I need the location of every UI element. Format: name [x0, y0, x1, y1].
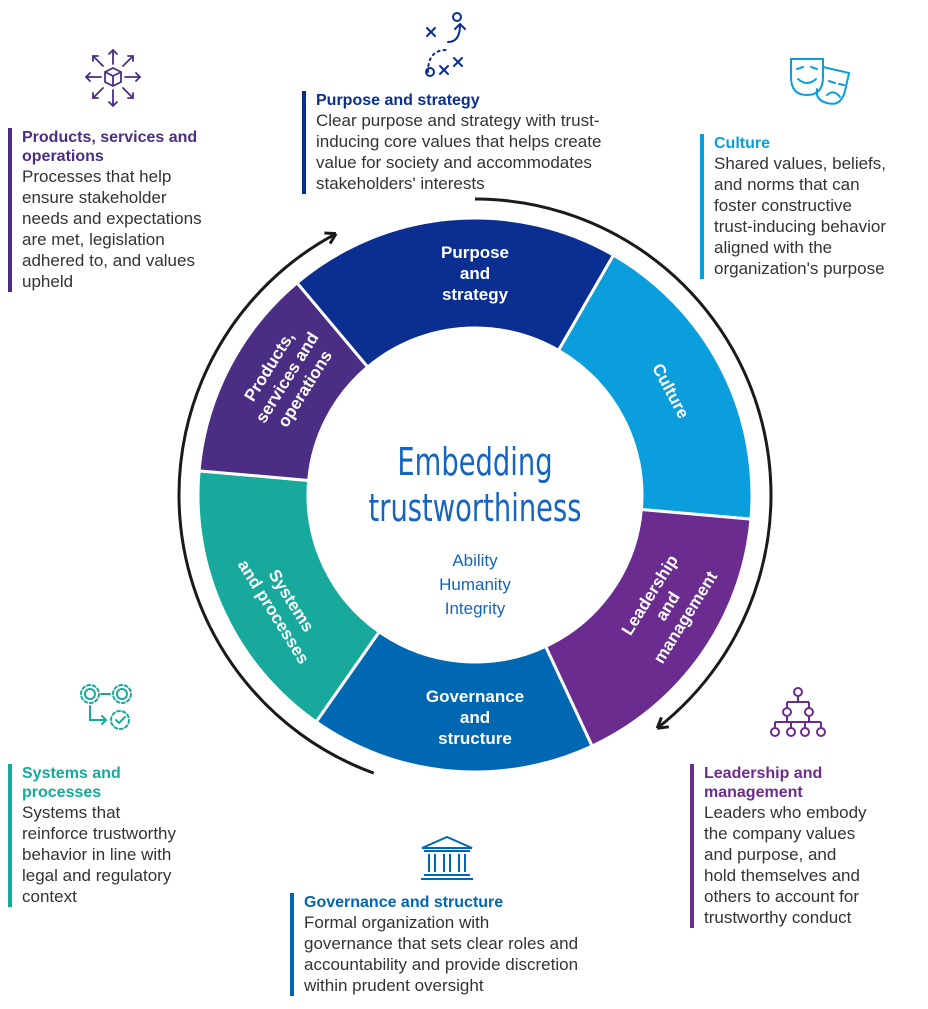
- governance-structure-heading: Governance and structure: [304, 894, 504, 911]
- theater-masks-icon: [790, 58, 851, 105]
- segment-products: [197, 280, 370, 483]
- governance-structure-block: Governance and structure Formal organiza…: [290, 893, 704, 996]
- wheel-center: EmbeddingtrustworthinessAbilityHumanityI…: [368, 439, 581, 618]
- center-pillar-integrity: Integrity: [445, 599, 506, 618]
- culture-block: Culture Shared values, beliefs,and norms…: [700, 134, 928, 279]
- center-title-line: trustworthiness: [368, 485, 581, 530]
- segment-culture: [556, 253, 754, 521]
- cycle-arrows: [177, 197, 773, 775]
- cycle-arrowhead: [655, 716, 669, 730]
- culture-heading: Culture: [714, 135, 770, 152]
- institution-icon: [421, 835, 473, 880]
- strategy-play-icon: [425, 12, 466, 77]
- center-pillar-humanity: Humanity: [439, 575, 511, 594]
- gears-icon: [80, 684, 132, 730]
- culture-description: Shared values, beliefs,and norms that ca…: [714, 154, 886, 278]
- box-arrows-icon: [84, 48, 142, 108]
- center-title-line: Embedding: [397, 439, 552, 484]
- cycle-arrow-arc: [474, 197, 773, 730]
- cycle-arrowhead: [324, 231, 338, 245]
- purpose-strategy-block: Purpose and strategy Clear purpose and s…: [302, 91, 716, 194]
- purpose-strategy-heading: Purpose and strategy: [316, 92, 480, 109]
- center-pillar-ability: Ability: [452, 551, 498, 570]
- purpose-strategy-description: Clear purpose and strategy with trust-in…: [316, 111, 602, 193]
- org-chart-icon: [770, 687, 826, 737]
- cycle-arrow-arc: [177, 232, 375, 775]
- segment-purpose: [294, 216, 616, 370]
